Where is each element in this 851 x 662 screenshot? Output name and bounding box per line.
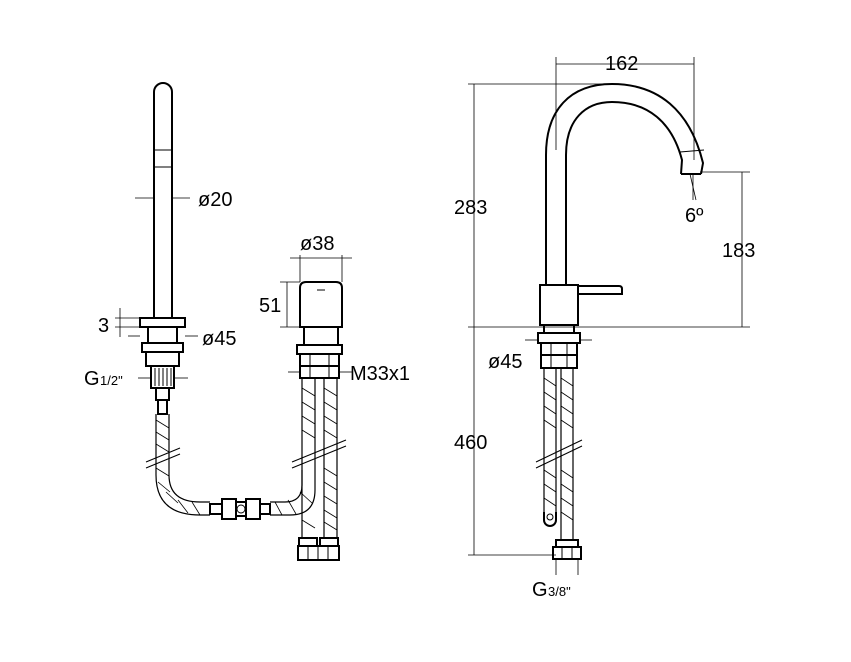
- dim-diameter-45-right: ø45: [488, 351, 522, 373]
- dim-diameter-38: ø38: [300, 233, 334, 255]
- dim-diameter-45-left: ø45: [202, 328, 236, 350]
- dim-height-3: 3: [98, 315, 109, 337]
- dim-height-283: 283: [454, 197, 487, 219]
- dim-height-460: 460: [454, 432, 487, 454]
- dim-thread-g-3-8: G: [532, 579, 548, 601]
- hand-shower-assembly: [139, 82, 316, 520]
- dim-height-51: 51: [259, 295, 281, 317]
- dim-width-162: 162: [605, 53, 638, 75]
- dimension-lines: [115, 57, 750, 575]
- dim-height-183: 183: [722, 240, 755, 262]
- diverter-body-assembly: [291, 281, 347, 561]
- dim-angle-6: 6º: [685, 205, 704, 227]
- dim-thread-g-3-8-fraction: 3/8": [548, 584, 571, 599]
- dim-thread-g-half: G: [84, 368, 100, 390]
- dim-diameter-20: ø20: [198, 189, 232, 211]
- dim-thread-g-half-fraction: 1/2": [100, 373, 123, 388]
- faucet-assembly: [535, 82, 705, 560]
- dimension-labels: ø20 3 ø45 G 1/2" ø38 51 M33x1 162 283 18…: [84, 53, 755, 601]
- dim-thread-m33: M33x1: [350, 363, 410, 385]
